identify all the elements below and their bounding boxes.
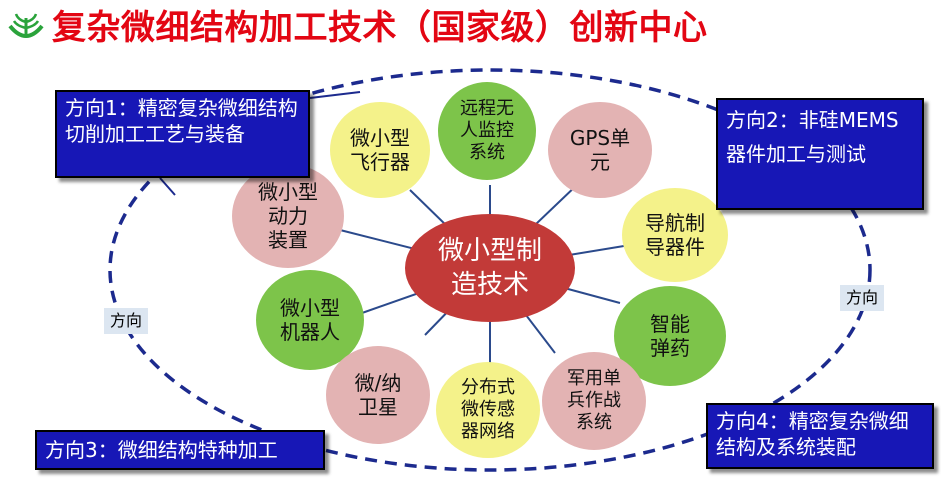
side-label-right: 方向 bbox=[840, 285, 885, 311]
node-navigation: 导航制 导器件 bbox=[622, 188, 728, 282]
direction-1-box: 方向1：精密复杂微细结构切削加工工艺与装备 bbox=[55, 90, 310, 178]
node-sensor-network: 分布式 微传感 器网络 bbox=[436, 362, 540, 458]
node-micro-robot: 微小型 机器人 bbox=[256, 270, 364, 370]
page-title: 复杂微细结构加工技术（国家级）创新中心 bbox=[52, 8, 708, 48]
node-micro-satellite: 微/纳 卫星 bbox=[326, 346, 430, 444]
pointer-line bbox=[159, 177, 176, 196]
center-node: 微小型制 造技术 bbox=[405, 214, 575, 322]
node-military-combat: 军用单 兵作战 系统 bbox=[542, 352, 646, 450]
side-label-left: 方向 bbox=[104, 308, 149, 334]
direction-3-box: 方向3：微细结构特种加工 bbox=[35, 430, 325, 470]
node-micro-power: 微小型 动力 装置 bbox=[232, 164, 344, 268]
node-remote-unmanned: 远程无 人监控 系统 bbox=[438, 82, 536, 180]
logo-icon bbox=[8, 13, 44, 38]
direction-2-box: 方向2：非硅MEMS器件加工与测试 bbox=[716, 98, 924, 210]
outer-dashed-ellipse bbox=[108, 68, 872, 472]
pointer-line bbox=[309, 91, 361, 99]
node-micro-aircraft: 微小型 飞行器 bbox=[330, 102, 430, 198]
direction-4-box: 方向4：精密复杂微细结构及系统装配 bbox=[706, 403, 934, 469]
node-gps-unit: GPS单 元 bbox=[548, 102, 652, 198]
title-bar: 复杂微细结构加工技术（国家级）创新中心 bbox=[0, 0, 941, 60]
